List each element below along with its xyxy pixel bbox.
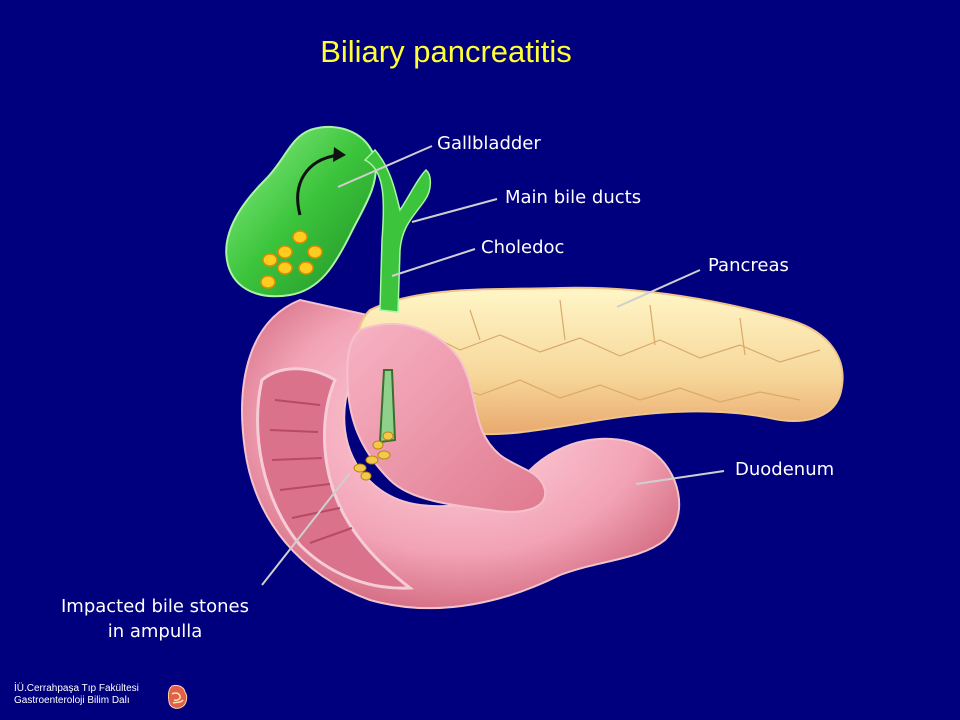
footer-line1: İÜ.Cerrahpaşa Tıp Fakültesi [14,683,139,694]
label-impacted-line2: in ampulla [107,621,203,642]
label-impacted-stones: Impacted bile stones in ampulla [40,594,270,644]
pancreas-head [346,323,547,513]
digestive-logo-icon [167,684,188,709]
duodenum-folds [269,399,353,544]
label-gallbladder: Gallbladder [437,133,541,154]
label-impacted-line1: Impacted bile stones [60,596,249,617]
impacted-stones [353,431,394,481]
page-title: Biliary pancreatitis [320,34,572,69]
label-duodenum: Duodenum [735,459,835,480]
bile-duct [363,148,432,313]
arrowhead-icon [333,147,346,162]
gallstones [260,230,323,289]
duodenum-cut-section [256,367,415,590]
footer-line2: Gastroenteroloji Bilim Dalı [14,695,130,706]
footer-institution: İÜ.Cerrahpaşa Tıp Fakültesi Gastroentero… [14,683,139,707]
gallbladder-arrow-icon [296,153,339,216]
label-choledoc: Choledoc [481,237,565,258]
leader-lines [261,145,725,586]
label-main-bile-ducts: Main bile ducts [505,187,642,208]
label-pancreas: Pancreas [708,255,789,276]
pancreas-lobule-lines [419,299,821,403]
duct-in-head [378,369,397,444]
